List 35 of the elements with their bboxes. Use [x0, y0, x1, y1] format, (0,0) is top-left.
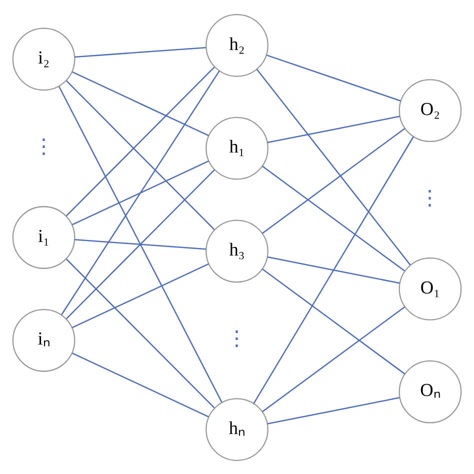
connector — [66, 258, 215, 408]
connector — [72, 160, 209, 225]
connector — [66, 168, 215, 319]
node-circle: hₙ — [206, 398, 268, 460]
connector — [72, 70, 209, 136]
label: ⋮ — [420, 187, 441, 210]
node-circle: Oₙ — [398, 360, 462, 423]
connector — [72, 352, 209, 417]
node-circle: i₁ — [12, 206, 76, 268]
connector — [256, 68, 411, 265]
node-circle: O₂ — [398, 78, 462, 142]
connector — [267, 396, 400, 424]
connector — [72, 262, 209, 328]
connector — [262, 268, 406, 374]
connector — [267, 256, 400, 284]
node-circle: i₂ — [12, 27, 76, 90]
connector — [74, 46, 206, 58]
connector — [262, 165, 406, 272]
label: ⋮ — [226, 328, 248, 350]
node-circle: h₁ — [206, 116, 268, 180]
node-circle: O₁ — [398, 257, 462, 320]
connector — [74, 238, 206, 250]
connector — [267, 115, 400, 143]
node-circle: h₃ — [206, 219, 268, 282]
connector — [61, 70, 220, 315]
node-circle: h₂ — [206, 14, 268, 76]
connector — [262, 127, 406, 234]
label: ⋮ — [33, 136, 54, 158]
connector — [58, 86, 222, 402]
connector — [253, 136, 414, 404]
connector — [66, 66, 215, 216]
connector — [262, 306, 406, 412]
connector — [66, 80, 215, 230]
node-circle: iₙ — [12, 308, 76, 372]
connector — [266, 54, 401, 101]
